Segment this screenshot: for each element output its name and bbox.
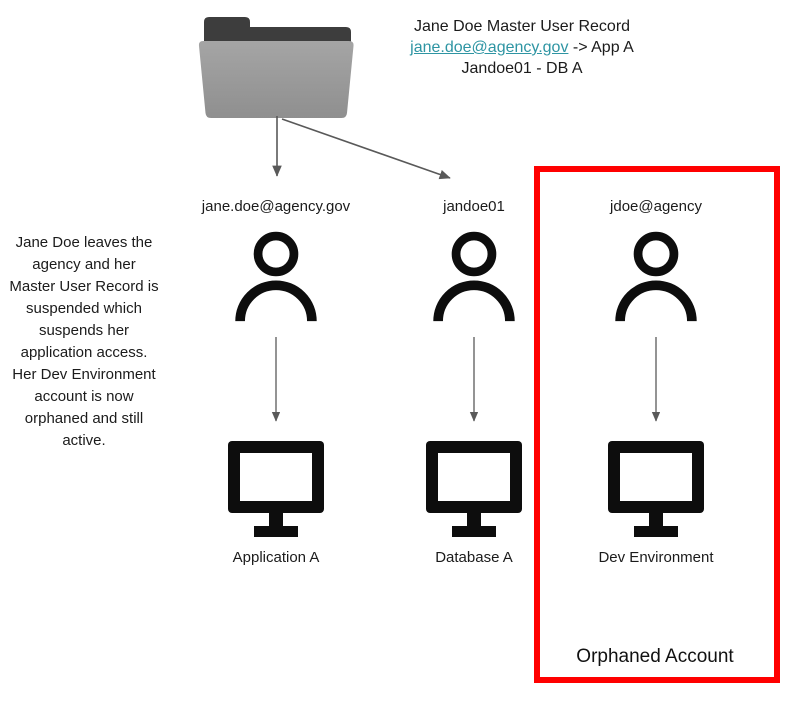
arrow-down-icon: [266, 335, 286, 435]
account-label: jane.doe@agency.gov: [201, 198, 351, 215]
resource-label: Dev Environment: [598, 549, 714, 566]
monitor-icon: [226, 439, 326, 537]
master-record-mapping-1: jane.doe@agency.gov -> App A: [352, 37, 692, 58]
account-label: jandoe01: [443, 198, 505, 215]
orphaned-account-label: Orphaned Account: [576, 646, 734, 667]
master-record-title: Jane Doe Master User Record: [413, 18, 631, 35]
person-icon: [610, 229, 702, 325]
resource-label: Application A: [232, 549, 320, 566]
folder-to-accounts-arrows: [220, 108, 490, 198]
orphaned-account-highlight-box: [534, 166, 780, 683]
column-dev-environment: jdoe@agency Dev Environment: [556, 198, 756, 566]
arrow-to-account-2: [281, 118, 451, 180]
person-icon: [428, 229, 520, 325]
arrow-down-icon: [464, 335, 484, 435]
account-label: jdoe@agency: [610, 198, 702, 215]
column-database-a: jandoe01 Database A: [374, 198, 574, 566]
master-record-app-suffix: -> App A: [568, 39, 634, 56]
monitor-icon: [606, 439, 706, 537]
master-record-email-link[interactable]: jane.doe@agency.gov: [410, 39, 569, 56]
person-icon: [230, 229, 322, 325]
master-record-text: Jane Doe Master User Record jane.doe@age…: [352, 16, 692, 79]
column-application-a: jane.doe@agency.gov Application A: [176, 198, 376, 566]
folder-icon: [196, 8, 356, 118]
resource-label: Database A: [435, 549, 513, 566]
scenario-note: Jane Doe leaves the agency and her Maste…: [9, 234, 159, 449]
master-record-mapping-2: Jandoe01 - DB A: [461, 60, 583, 77]
arrow-down-icon: [646, 335, 666, 435]
monitor-icon: [424, 439, 524, 537]
